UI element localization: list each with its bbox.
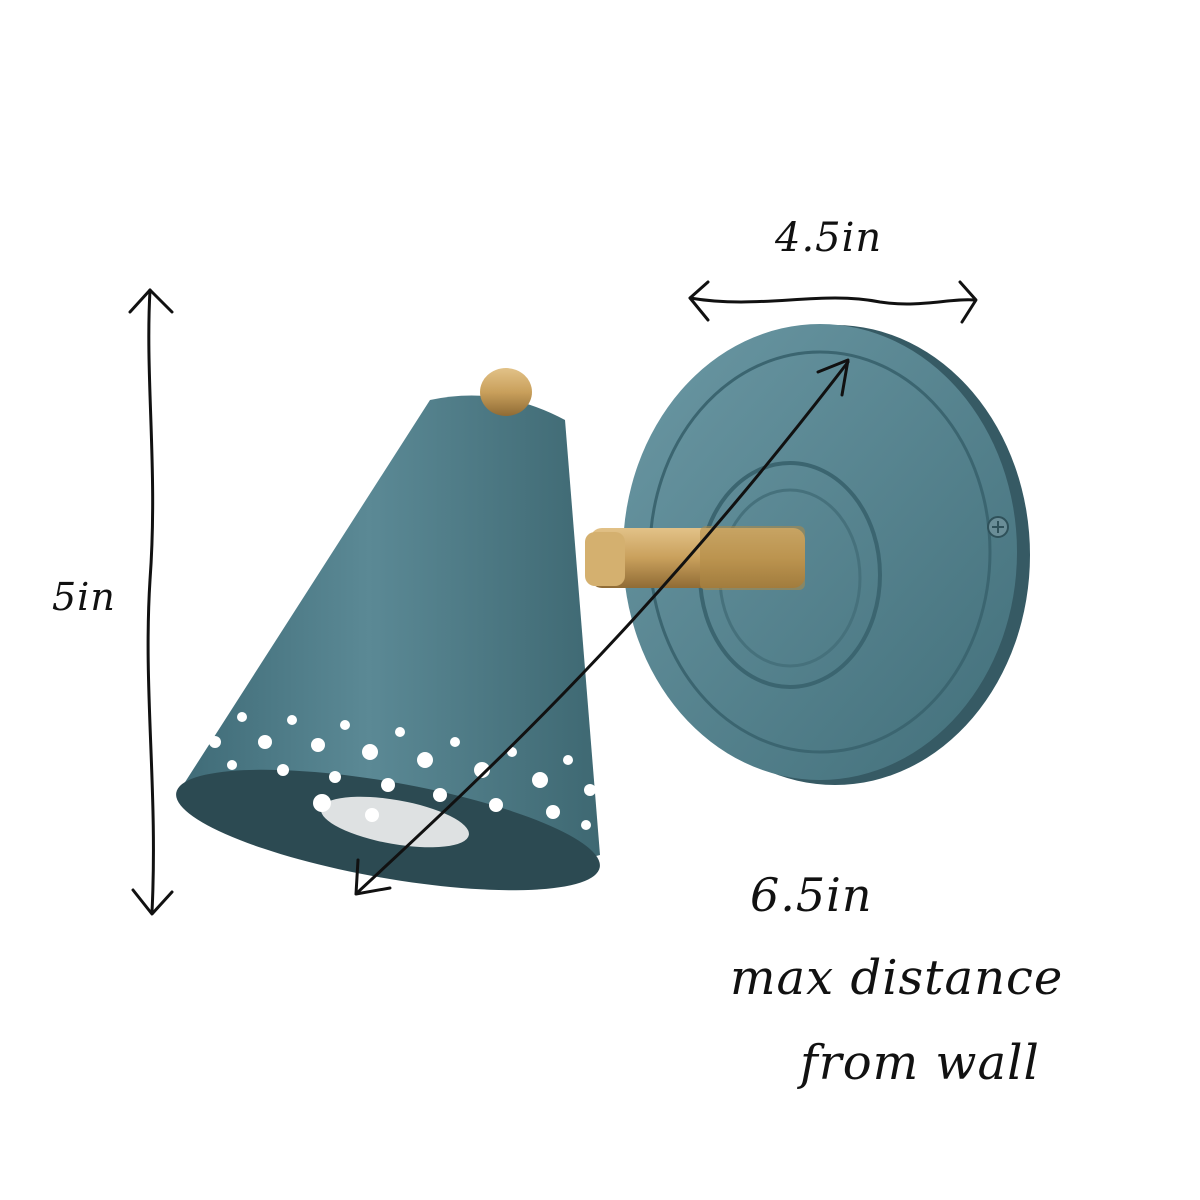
finial-knob bbox=[480, 368, 532, 416]
height-arrow bbox=[128, 288, 174, 916]
width-arrow bbox=[688, 280, 978, 324]
depth-note-line2: from wall bbox=[800, 1035, 1040, 1091]
wall-plate bbox=[623, 324, 1030, 785]
lamp-shade bbox=[176, 368, 600, 891]
depth-note-line1: max distance bbox=[730, 950, 1064, 1006]
depth-label: 6.5in bbox=[750, 868, 873, 922]
height-label: 5in bbox=[52, 575, 116, 619]
depth-arrow bbox=[354, 358, 850, 896]
perforation-holes bbox=[209, 712, 596, 830]
width-label: 4.5in bbox=[775, 215, 883, 261]
brass-arm bbox=[585, 526, 805, 590]
